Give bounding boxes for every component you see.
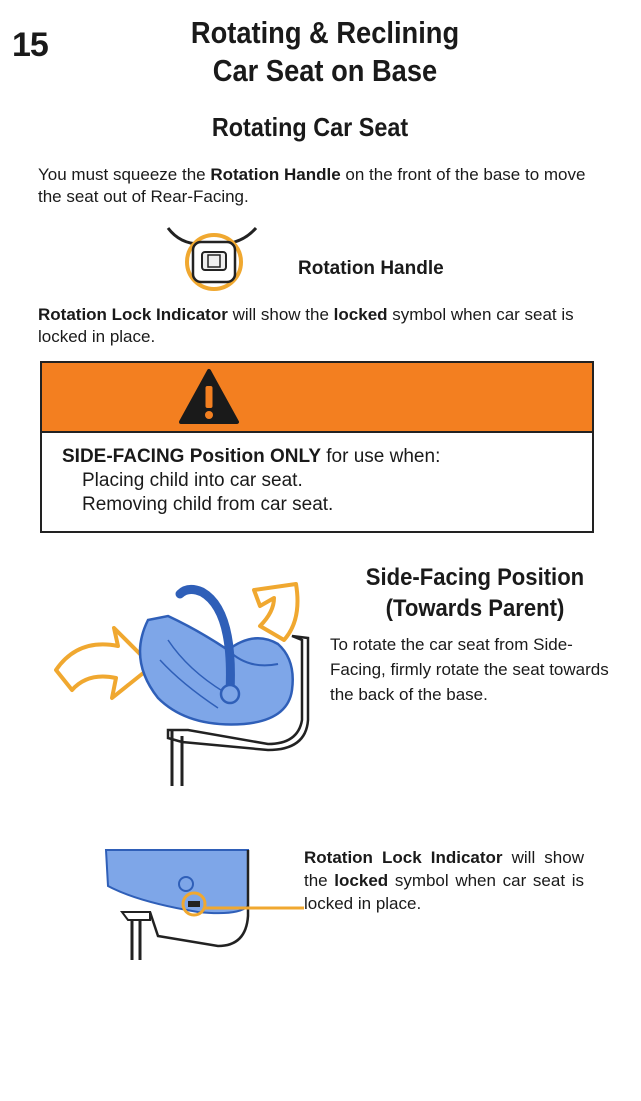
rotate-arrow-left-icon <box>54 626 154 700</box>
rotation-handle-illustration <box>166 226 258 291</box>
intro-paragraph: You must squeeze the Rotation Handle on … <box>38 164 598 208</box>
warning-triangle-icon <box>179 369 239 424</box>
warning-band <box>42 363 592 433</box>
bottom-lock-indicator-text: Rotation Lock Indicator will show the lo… <box>304 846 584 915</box>
bottom-lock-indicator-bold: Rotation Lock Indicator <box>304 848 503 867</box>
rotate-arrow-right-icon <box>252 582 300 642</box>
warning-heading: SIDE-FACING Position ONLY for use when: <box>62 445 440 469</box>
lock-indicator-bold: Rotation Lock Indicator <box>38 305 228 324</box>
side-facing-title-line2: (Towards Parent) <box>385 595 565 622</box>
warning-heading-bold: SIDE-FACING Position ONLY <box>62 446 321 467</box>
warning-content: SIDE-FACING Position ONLY for use when: … <box>62 445 440 517</box>
lock-indicator-illustration <box>104 849 304 960</box>
side-facing-heading: Side-Facing Position (Towards Parent) <box>342 562 609 624</box>
bottom-text-end: symbol when car seat is locked in place. <box>304 871 584 913</box>
side-facing-body: To rotate the car seat from Side-Facing,… <box>330 635 609 704</box>
rotation-handle-label: Rotation Handle <box>298 258 444 279</box>
warning-heading-rest: for use when: <box>321 446 441 467</box>
intro-text: You must squeeze the <box>38 165 211 184</box>
section-heading: Rotating Car Seat <box>211 112 409 142</box>
intro-text-end: on the front of the base to move the sea… <box>38 165 586 206</box>
intro-bold: Rotation Handle <box>210 165 341 184</box>
page-title-line2: Car Seat on Base <box>212 53 438 88</box>
warning-box: SIDE-FACING Position ONLY for use when: … <box>40 361 594 533</box>
lock-indicator-paragraph: Rotation Lock Indicator will show the lo… <box>38 304 598 348</box>
lock-indicator-highlight-circle <box>181 891 207 917</box>
page-title-line1: Rotating & Reclining <box>190 15 460 50</box>
side-facing-title-line1: Side-Facing Position <box>365 564 585 591</box>
locked-bold: locked <box>333 305 388 324</box>
side-facing-seat-illustration <box>54 582 310 786</box>
warning-item: Placing child into car seat. <box>82 470 303 491</box>
warning-item: Removing child from car seat. <box>82 494 334 515</box>
bottom-locked-bold: locked <box>334 871 389 890</box>
page-title: Rotating & Reclining Car Seat on Base <box>162 14 488 90</box>
page-number: 15 <box>12 26 49 64</box>
bottom-text-mid: will show the <box>304 848 584 890</box>
lock-text-mid: will show the <box>227 305 334 324</box>
lock-text-end: symbol when car seat is locked in place. <box>38 305 574 346</box>
